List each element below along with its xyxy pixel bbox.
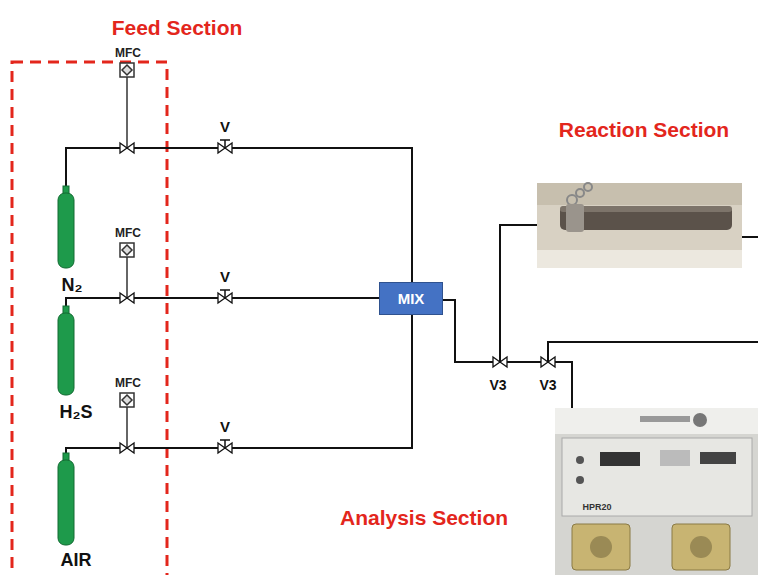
mixer-box: MIX <box>379 282 443 315</box>
section-title: Feed Section <box>112 16 243 40</box>
label-anchor: HPR20 <box>582 496 611 514</box>
valve-symbol <box>120 143 555 453</box>
mfc-label: MFC <box>115 47 141 61</box>
label-anchor: MFC <box>115 223 141 241</box>
label-anchor: V3 <box>539 376 556 394</box>
gas-label: H₂S <box>59 402 92 423</box>
gas-label: N₂ <box>62 275 83 296</box>
mfc-symbol <box>120 63 134 448</box>
valve-label: V <box>220 268 230 285</box>
mfc-label: MFC <box>115 227 141 241</box>
label-anchor: MFC <box>115 43 141 61</box>
gas-label: AIR <box>61 550 92 571</box>
label-anchor: Analysis Section <box>340 506 508 530</box>
reactor-photo <box>537 183 742 268</box>
label-anchor: V <box>220 118 230 136</box>
label-anchor: V <box>220 418 230 436</box>
label-anchor: AIR <box>61 550 92 571</box>
valve-handle <box>220 140 230 448</box>
valve-label: V3 <box>539 377 556 393</box>
label-anchor: V3 <box>489 376 506 394</box>
label-anchor: Reaction Section <box>559 118 729 142</box>
mfc-label: MFC <box>115 377 141 391</box>
label-anchor: Feed Section <box>112 16 243 40</box>
piping <box>66 148 758 455</box>
mixer-label: MIX <box>398 290 425 307</box>
section-title: Analysis Section <box>340 506 508 530</box>
valve-label: V <box>220 418 230 435</box>
valve-label: V <box>220 118 230 135</box>
label-anchor: V <box>220 268 230 286</box>
section-title: Reaction Section <box>559 118 729 142</box>
label-anchor: MFC <box>115 373 141 391</box>
gas-cylinder <box>58 186 74 545</box>
feed-boundary <box>12 62 167 575</box>
valve-label: V3 <box>489 377 506 393</box>
device-label: HPR20 <box>582 502 611 512</box>
analyzer-photo <box>555 408 758 575</box>
label-anchor: H₂S <box>59 402 92 423</box>
label-anchor: N₂ <box>62 275 83 296</box>
